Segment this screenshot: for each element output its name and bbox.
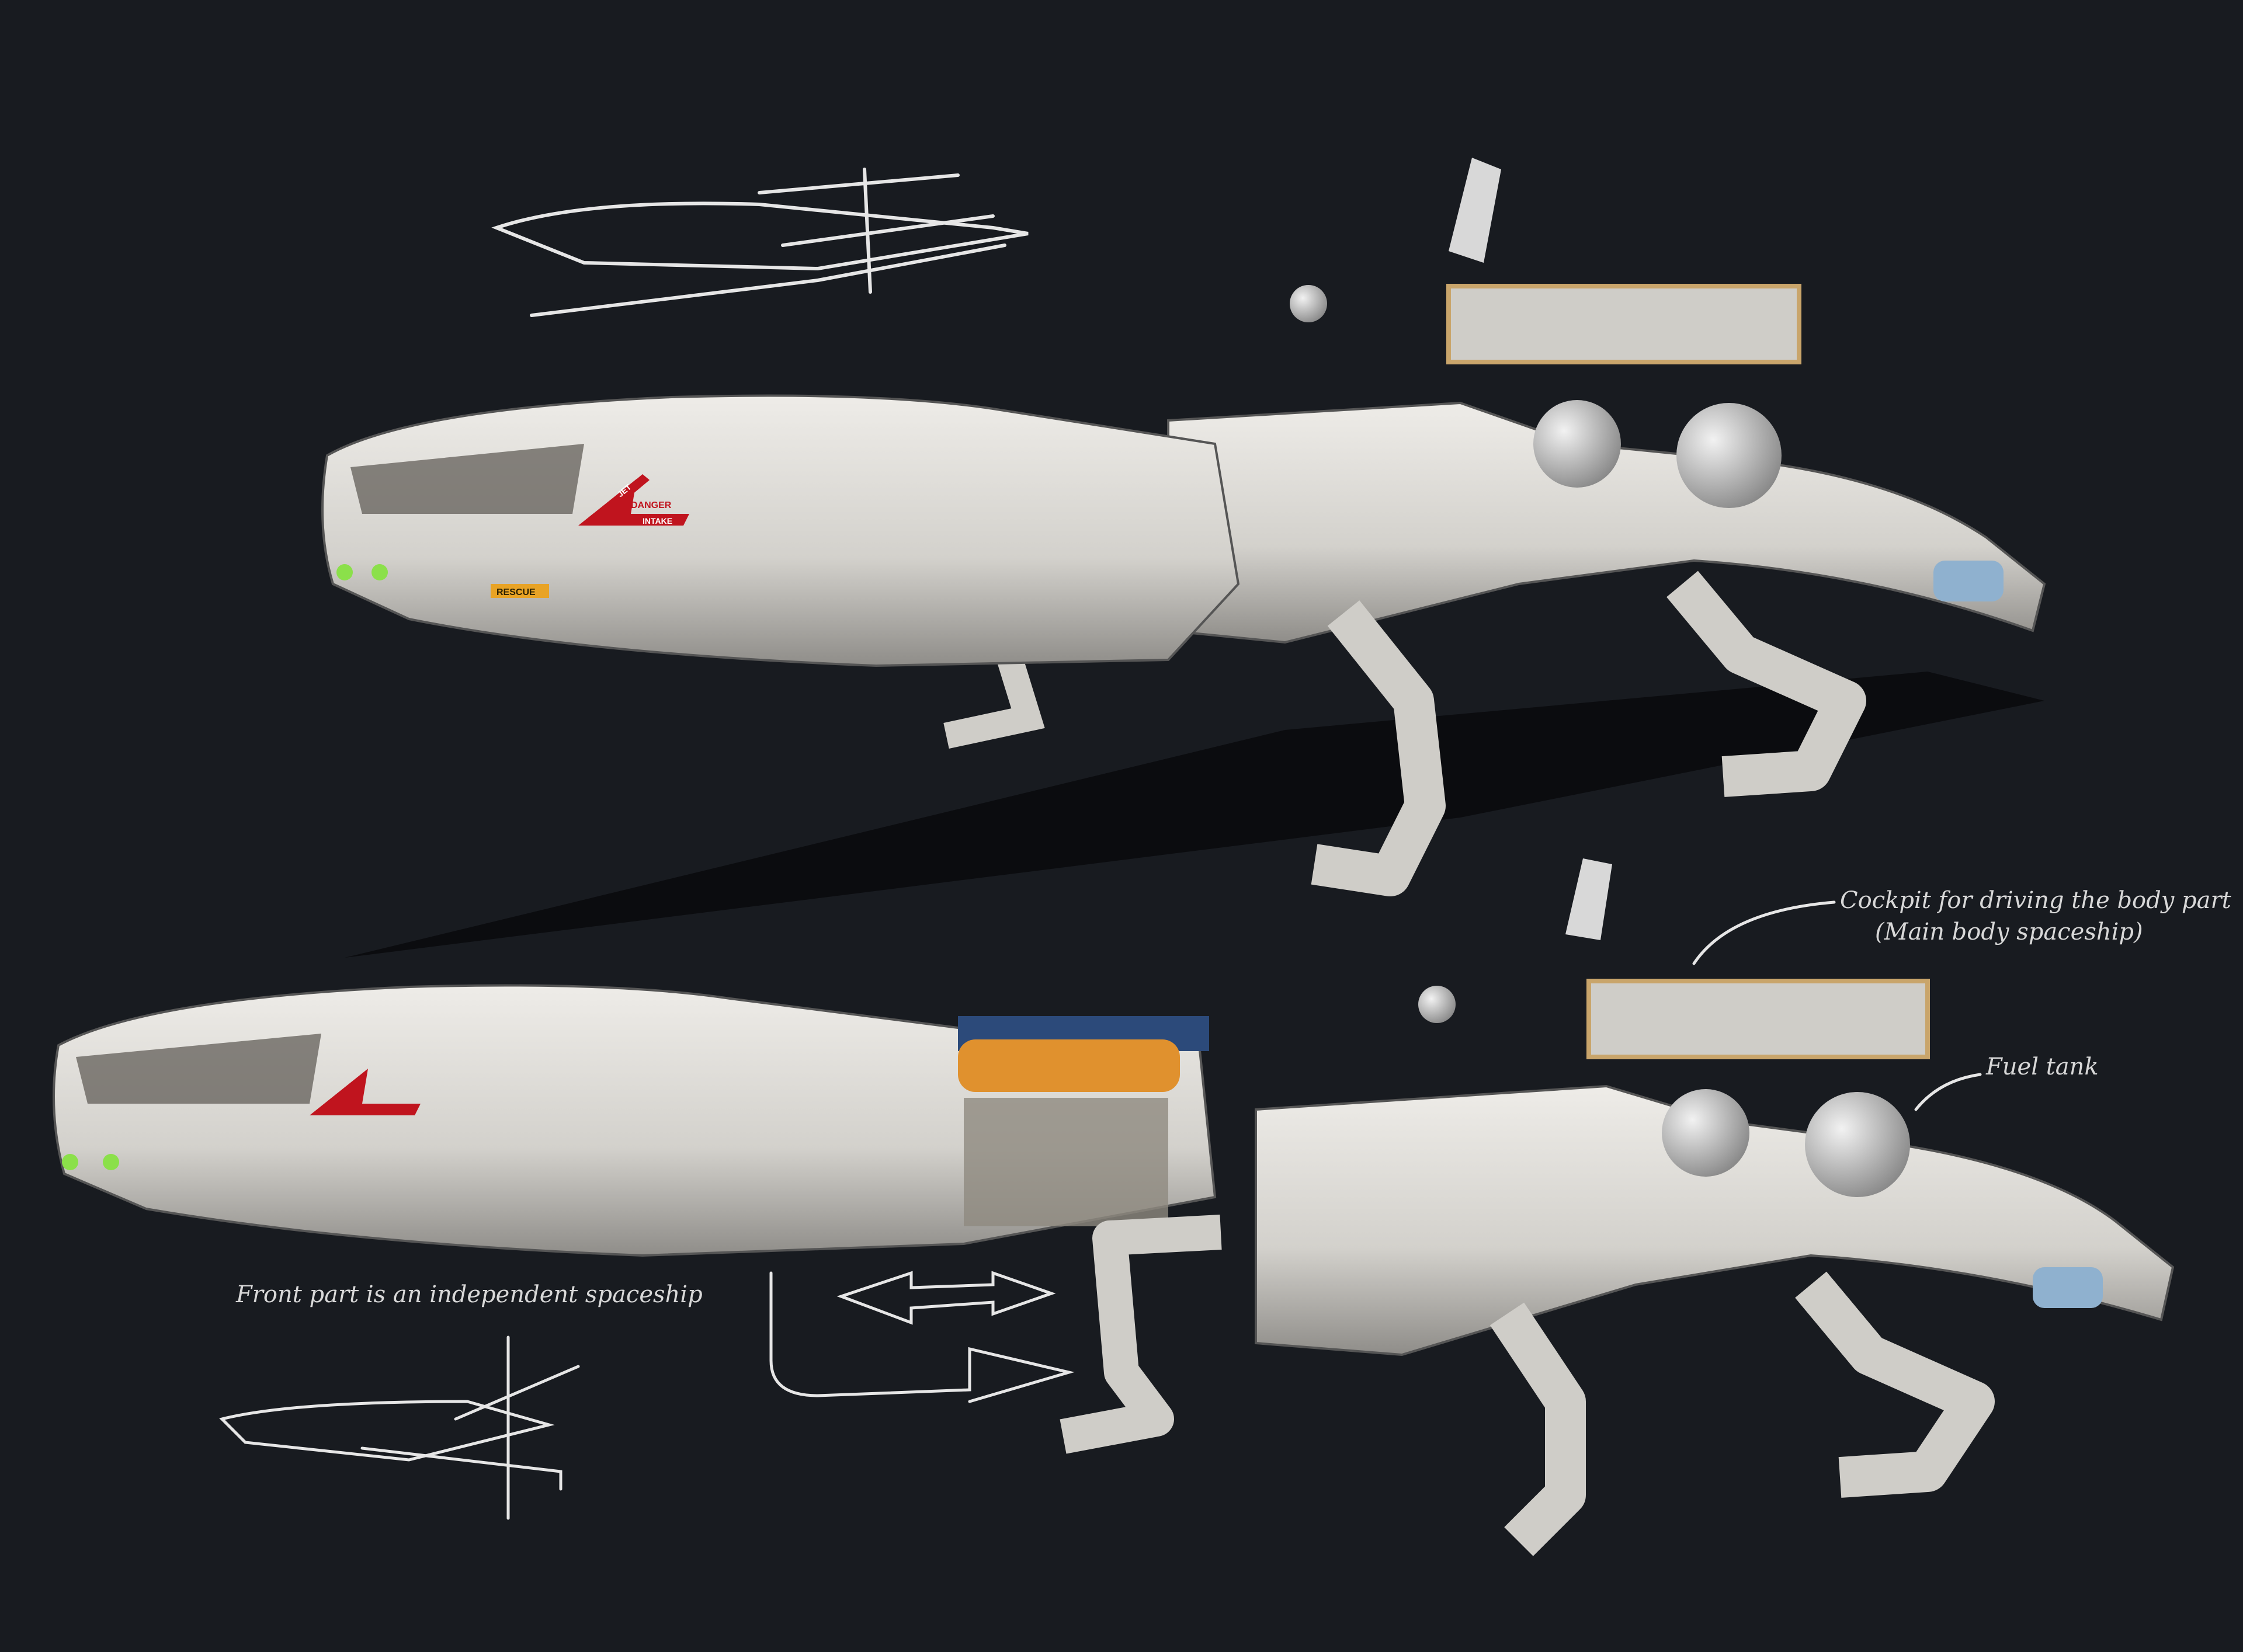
ship-assembled-rear-body [943,158,2046,896]
cockpit-annotation-line2: (Main body spaceship) [1875,919,2143,945]
cockpit-annotation: Cockpit for driving the body part (Main … [1840,885,2231,948]
danger-decal: DANGER [631,500,672,510]
front-part-annotation: Front part is an independent spaceship [236,1281,703,1308]
cockpit-annotation-line1: Cockpit for driving the body part [1840,887,2231,914]
ship-detached-front [53,984,1217,1257]
rescue-decal: RESCUE [496,587,536,597]
annotation-arrows [769,900,1982,1403]
ship-shadow [345,672,2044,958]
sketch-top [491,168,1029,317]
move-arrow-icon [769,1271,1075,1403]
ship-detached-rear-body [1060,858,2175,1556]
sketch-bottom [219,1335,580,1520]
intake-decal: INTAKE [643,516,672,526]
ship-assembled-front: JET DANGER INTAKE RESCUE [321,394,1240,667]
fuel-tank-annotation: Fuel tank [1986,1053,2099,1080]
detach-arrow-icon [836,1271,1056,1325]
